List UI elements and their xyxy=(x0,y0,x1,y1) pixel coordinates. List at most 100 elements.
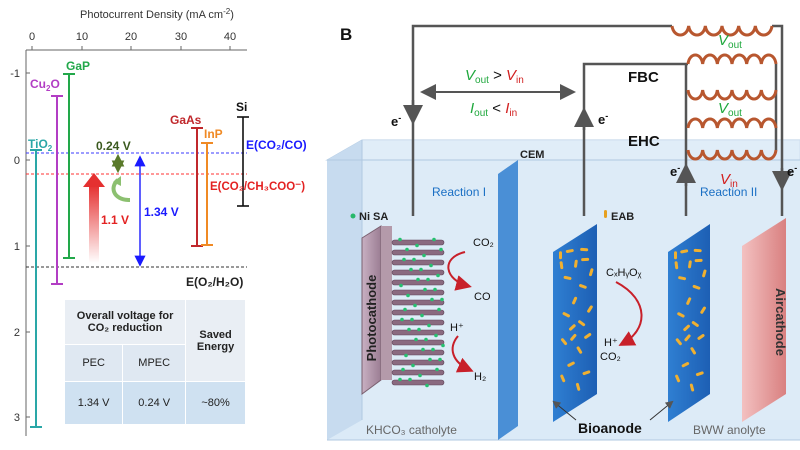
bacterium xyxy=(700,306,706,314)
vout-gt-vin-label: Vout > Vin xyxy=(465,67,524,86)
nanowire xyxy=(391,319,445,326)
ni-sa-dot xyxy=(401,367,405,372)
transformer-coils xyxy=(670,25,778,161)
panel-a: Photocurrent Density (mA cm-2) 0 10 20 3… xyxy=(10,7,307,436)
ni-sa-dot xyxy=(420,313,424,318)
co2-2-label: CO₂ xyxy=(600,351,621,363)
bacterium xyxy=(689,383,695,392)
bacterium xyxy=(694,258,703,263)
nanowire-array xyxy=(391,237,445,388)
ni-sa-dot xyxy=(413,303,417,308)
organics-oxidation-arrow xyxy=(615,281,643,346)
electron-label-1: e- xyxy=(391,113,401,129)
curved-green-arrow-head xyxy=(113,176,121,186)
y-tick-label: 0 xyxy=(14,155,20,167)
y-tick-label: 2 xyxy=(14,327,20,339)
table-header-saved: Saved Energy xyxy=(185,299,246,382)
co2-label: CO₂ xyxy=(473,237,494,249)
x-tick-label: 20 xyxy=(125,31,137,43)
bioanode-pointer-1 xyxy=(552,400,577,421)
cxhyoz-label: CₓHᵧOᵪ xyxy=(606,267,642,279)
bacterium xyxy=(691,321,699,327)
voltage-mid-label: 1.1 V xyxy=(101,213,129,227)
coil xyxy=(686,53,778,65)
ni-sa-dot xyxy=(416,277,420,282)
ni-sa-dot xyxy=(399,283,403,288)
bacterium xyxy=(575,382,581,391)
bacterium xyxy=(693,248,702,253)
bacterium xyxy=(579,284,587,289)
ni-sa-dot xyxy=(403,307,407,312)
nanowire xyxy=(391,309,445,316)
x-tick-label: 0 xyxy=(29,31,35,43)
bacterium xyxy=(674,261,679,270)
ni-sa-dot xyxy=(441,343,445,348)
ni-sa-dot xyxy=(424,337,428,342)
inp-label: InP xyxy=(204,127,223,141)
ni-sa-dot xyxy=(433,287,437,292)
ehc-label: EHC xyxy=(628,133,660,150)
bacterium xyxy=(688,260,692,269)
bacterium xyxy=(574,259,578,268)
ni-sa-dot xyxy=(412,257,416,262)
table-header-voltage: Overall voltage for CO₂ reduction xyxy=(63,299,187,345)
electron-label-4: e- xyxy=(787,163,797,179)
aircathode-plate xyxy=(742,218,786,422)
bacterium xyxy=(680,249,689,254)
bacterium xyxy=(675,338,682,346)
nanowire xyxy=(391,379,445,386)
cem-label: CEM xyxy=(520,149,544,161)
ni-sa-dot xyxy=(434,333,438,338)
coil xyxy=(686,117,778,129)
x-tick-label: 40 xyxy=(224,31,236,43)
iout-lt-iin-label: Iout < Iin xyxy=(470,100,517,119)
vin-label: Vin xyxy=(720,171,738,190)
y-tick-label: -1 xyxy=(10,68,20,80)
x-ticks: 0 10 20 30 40 xyxy=(29,31,236,50)
bioanode-label: Bioanode xyxy=(578,420,642,436)
bacterium xyxy=(565,249,574,254)
nanowire xyxy=(391,369,445,376)
h-to-h2-arrow xyxy=(451,335,474,373)
ni-sa-dot xyxy=(436,273,440,278)
nanowire xyxy=(391,259,445,266)
coil xyxy=(686,149,778,161)
vout-2-label: Vout xyxy=(718,100,742,119)
bacterium xyxy=(702,269,707,278)
table-col-mpec: MPEC xyxy=(122,344,187,382)
gaas-band xyxy=(191,127,203,247)
reaction-1-label: Reaction I xyxy=(432,185,486,199)
co2-to-co-arrow xyxy=(447,251,472,291)
ni-sa-dot xyxy=(414,337,418,342)
ni-sa-dot xyxy=(422,253,426,258)
gaas-label: GaAs xyxy=(170,113,202,127)
fbc-label: FBC xyxy=(628,69,659,86)
nanowire xyxy=(391,299,445,306)
ni-sa-dot xyxy=(404,353,408,358)
bacterium xyxy=(559,251,562,260)
circuit-wires xyxy=(403,24,792,216)
panel-b-label: B xyxy=(340,25,352,44)
ni-sa-dot xyxy=(400,317,404,322)
eab-label: EAB xyxy=(611,211,634,223)
bacterium xyxy=(559,261,564,270)
y-ticks: -1 0 1 2 3 xyxy=(10,68,30,424)
ni-sa-dot xyxy=(429,263,433,268)
bacterium xyxy=(587,305,593,313)
ni-sa-label: Ni SA xyxy=(359,211,388,223)
photocathode-plate xyxy=(361,225,392,395)
bacterium xyxy=(560,338,568,346)
gap-label: GaP xyxy=(66,59,90,73)
ni-sa-dot xyxy=(406,293,410,298)
table-val-mpec: 0.24 V xyxy=(122,381,187,425)
ni-sa-dot xyxy=(437,307,441,312)
nanowire xyxy=(391,249,445,256)
bacterium xyxy=(562,312,570,318)
h-plus-2-label: H⁺ xyxy=(604,337,618,349)
bacterium xyxy=(580,247,589,252)
bacterium xyxy=(570,333,577,341)
ni-sa-dot xyxy=(415,243,419,248)
voltage-small-label: 0.24 V xyxy=(96,139,131,153)
tio2-band xyxy=(30,149,42,428)
